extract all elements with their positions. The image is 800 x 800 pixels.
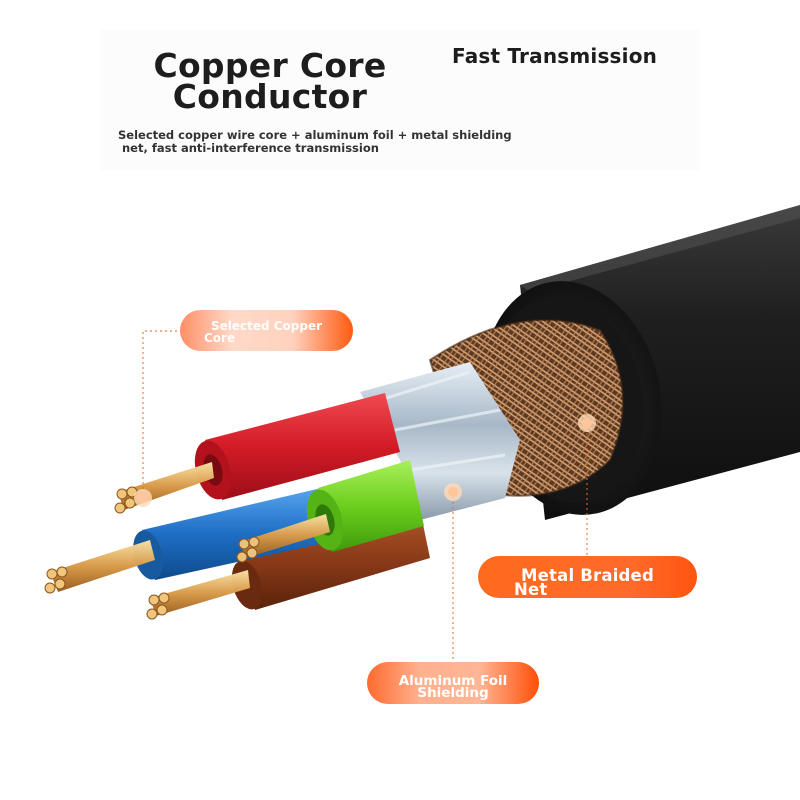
headline: Fast Transmission [452, 44, 658, 68]
callout-foil-line-1: Aluminum Foil [398, 673, 508, 689]
copper-strands [44, 462, 330, 620]
callout-braided-line-1: Metal Braided [521, 566, 654, 585]
title-line-1: Copper Core [153, 46, 387, 85]
title-line-2: Conductor [172, 77, 368, 116]
callout-aluminum-foil-shielding: Aluminum Foil Shielding [367, 662, 539, 704]
description-line-2: net, fast anti-interference transmission [122, 140, 379, 155]
description: Selected copper wire core + aluminum foi… [118, 129, 528, 154]
callout-copper-core-line-1: Selected Copper [210, 319, 323, 333]
callout-copper-core-line-2: Core [204, 331, 236, 345]
callout-copper-core: Selected Copper Core [180, 310, 353, 351]
callout-braided-line-2: Net [514, 580, 548, 598]
callout-foil-line-2: Shielding [417, 685, 489, 701]
description-line-1: Selected copper wire core + aluminum foi… [118, 128, 512, 142]
main-title: Copper Core Conductor [140, 46, 400, 116]
callout-metal-braided-net: Metal Braided Net [478, 556, 697, 598]
